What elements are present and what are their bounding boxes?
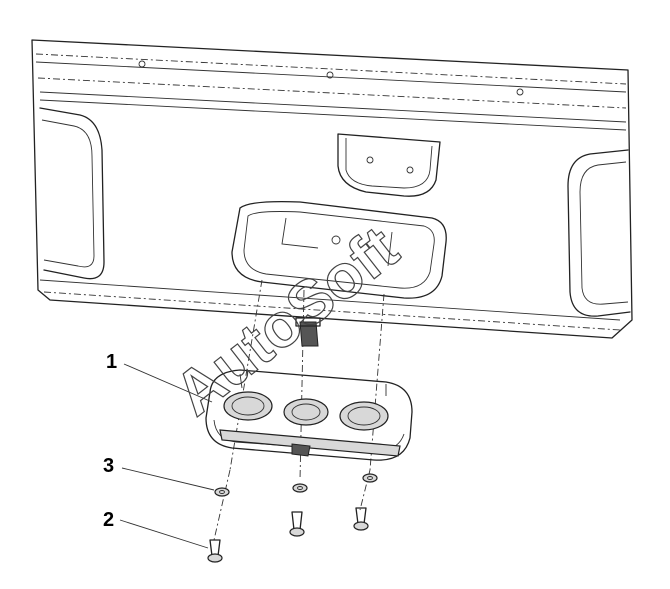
screws — [207, 507, 369, 563]
callout-2: 2 — [103, 509, 114, 531]
washers — [214, 473, 378, 497]
dome-lamp-assembly — [205, 369, 413, 461]
lamp-connector — [295, 317, 321, 347]
roof-panel — [31, 39, 633, 339]
callout-1: 1 — [106, 351, 117, 373]
callout-3: 3 — [103, 455, 114, 477]
leader-lines — [119, 363, 215, 549]
